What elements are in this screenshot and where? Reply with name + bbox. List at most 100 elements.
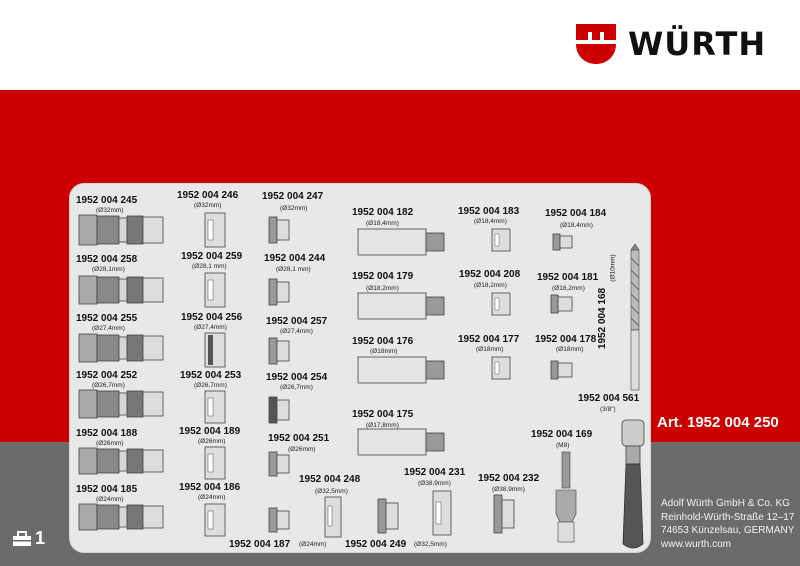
toolbox-icon bbox=[13, 530, 31, 546]
part-code: 1952 004 255 bbox=[76, 313, 138, 324]
sleeve-part bbox=[204, 332, 226, 368]
sleeve-part bbox=[204, 272, 226, 308]
part-code: 1952 004 248 bbox=[299, 474, 361, 485]
part-size: (Ø27,4mm) bbox=[92, 325, 125, 332]
part-code: 1952 004 169 bbox=[531, 429, 593, 440]
part-size: (Ø32mm) bbox=[194, 202, 222, 209]
long-socket-bit bbox=[78, 333, 164, 363]
page-indicator: 1 bbox=[12, 528, 45, 549]
cup-part bbox=[268, 278, 290, 306]
header-band bbox=[0, 0, 800, 90]
part-size: (Ø18,4mm) bbox=[474, 218, 507, 225]
part-code: 1952 004 183 bbox=[458, 206, 520, 217]
part-size: (Ø10mm) bbox=[609, 254, 617, 282]
part-code: 1952 004 253 bbox=[180, 370, 242, 381]
part-size: (Ø26,7mm) bbox=[194, 382, 227, 389]
company-address: Adolf Würth GmbH & Co. KG Reinhold-Würth… bbox=[661, 497, 794, 551]
long-socket-bit bbox=[78, 275, 164, 305]
part-size: (Ø32,5mm) bbox=[414, 541, 447, 548]
small-cup-part bbox=[550, 360, 573, 380]
cup-part bbox=[268, 396, 290, 424]
part-code: 1952 004 561 bbox=[578, 393, 640, 404]
part-code: 1952 004 185 bbox=[76, 484, 138, 495]
sleeve-part bbox=[204, 503, 226, 537]
part-code: 1952 004 245 bbox=[76, 195, 138, 206]
ratchet-handle bbox=[621, 419, 645, 549]
part-size: (Ø17,8mm) bbox=[366, 422, 399, 429]
cup-part bbox=[377, 498, 399, 534]
part-size: (Ø18mm) bbox=[370, 348, 398, 355]
page-number: 1 bbox=[35, 528, 46, 548]
small-cup-part bbox=[552, 233, 573, 251]
part-size: (Ø26mm) bbox=[288, 446, 316, 453]
threaded-spindle bbox=[555, 451, 577, 543]
part-code: 1952 004 184 bbox=[545, 208, 607, 219]
part-code: 1952 004 188 bbox=[76, 428, 138, 439]
address-line: Adolf Würth GmbH & Co. KG bbox=[661, 498, 790, 509]
cup-part bbox=[493, 494, 515, 534]
part-size: (Ø27,4mm) bbox=[194, 324, 227, 331]
part-size: (Ø26,7mm) bbox=[280, 384, 313, 391]
article-number: Art. 1952 004 250 bbox=[657, 414, 779, 431]
part-size: (Ø26,7mm) bbox=[92, 382, 125, 389]
part-code: 1952 004 168 bbox=[597, 287, 609, 350]
cup-part bbox=[268, 451, 290, 477]
part-code: 1952 004 232 bbox=[478, 473, 540, 484]
part-code: 1952 004 177 bbox=[458, 334, 520, 345]
sleeve-part bbox=[432, 490, 452, 536]
part-code: 1952 004 249 bbox=[345, 539, 407, 550]
part-code: 1952 004 257 bbox=[266, 316, 328, 327]
part-size: (Ø32,5mm) bbox=[315, 488, 348, 495]
long-bar-part bbox=[357, 292, 445, 320]
part-code: 1952 004 187 bbox=[229, 539, 291, 550]
long-socket-bit bbox=[78, 214, 164, 246]
part-size: (Ø18,2mm) bbox=[366, 285, 399, 292]
part-code: 1952 004 246 bbox=[177, 190, 239, 201]
address-line: 74653 Künzelsau, GERMANY bbox=[661, 525, 795, 536]
part-code: 1952 004 175 bbox=[352, 409, 414, 420]
part-code: 1952 004 176 bbox=[352, 336, 414, 347]
cup-part bbox=[268, 216, 290, 244]
part-size: (M8) bbox=[556, 442, 570, 449]
long-bar-part bbox=[357, 428, 445, 456]
part-size: (Ø28,1 mm) bbox=[276, 266, 311, 273]
drill-bit bbox=[630, 243, 640, 391]
part-size: (Ø38,9mm) bbox=[418, 480, 451, 487]
long-socket-bit bbox=[78, 447, 164, 475]
part-size: (Ø18,4mm) bbox=[366, 220, 399, 227]
address-line: www.wurth.com bbox=[661, 538, 732, 550]
long-socket-bit bbox=[78, 503, 164, 531]
long-socket-bit bbox=[78, 389, 164, 419]
part-size: (Ø32mm) bbox=[280, 205, 308, 212]
part-size: (Ø24mm) bbox=[299, 541, 327, 548]
part-size: (Ø18mm) bbox=[476, 346, 504, 353]
part-code: 1952 004 208 bbox=[459, 269, 521, 280]
small-sleeve-part bbox=[491, 356, 511, 380]
part-size: (Ø27,4mm) bbox=[280, 328, 313, 335]
part-code: 1952 004 179 bbox=[352, 271, 414, 282]
sleeve-part bbox=[204, 390, 226, 424]
part-code: 1952 004 258 bbox=[76, 254, 138, 265]
part-code: 1952 004 247 bbox=[262, 191, 324, 202]
part-code: 1952 004 231 bbox=[404, 467, 466, 478]
part-size: (Ø18,2mm) bbox=[552, 285, 585, 292]
part-size: (Ø18mm) bbox=[556, 346, 584, 353]
part-code: 1952 004 259 bbox=[181, 251, 243, 262]
part-code: 1952 004 254 bbox=[266, 372, 328, 383]
part-size: (3/8") bbox=[600, 406, 616, 413]
cup-part bbox=[268, 507, 290, 533]
part-code: 1952 004 182 bbox=[352, 207, 414, 218]
long-bar-part bbox=[357, 356, 445, 384]
address-line: Reinhold-Würth-Straße 12–17 bbox=[661, 511, 795, 523]
part-size: (Ø32mm) bbox=[96, 207, 124, 214]
cup-part bbox=[268, 337, 290, 365]
part-code: 1952 004 252 bbox=[76, 370, 138, 381]
long-bar-part bbox=[357, 228, 445, 256]
brand-name: WÜRTH bbox=[628, 25, 767, 63]
part-size: (Ø24mm) bbox=[96, 496, 124, 503]
part-code: 1952 004 189 bbox=[179, 426, 241, 437]
part-code: 1952 004 181 bbox=[537, 272, 599, 283]
small-cup-part bbox=[550, 294, 573, 314]
part-code: 1952 004 178 bbox=[535, 334, 597, 345]
part-size: (Ø28,1 mm) bbox=[192, 263, 227, 270]
